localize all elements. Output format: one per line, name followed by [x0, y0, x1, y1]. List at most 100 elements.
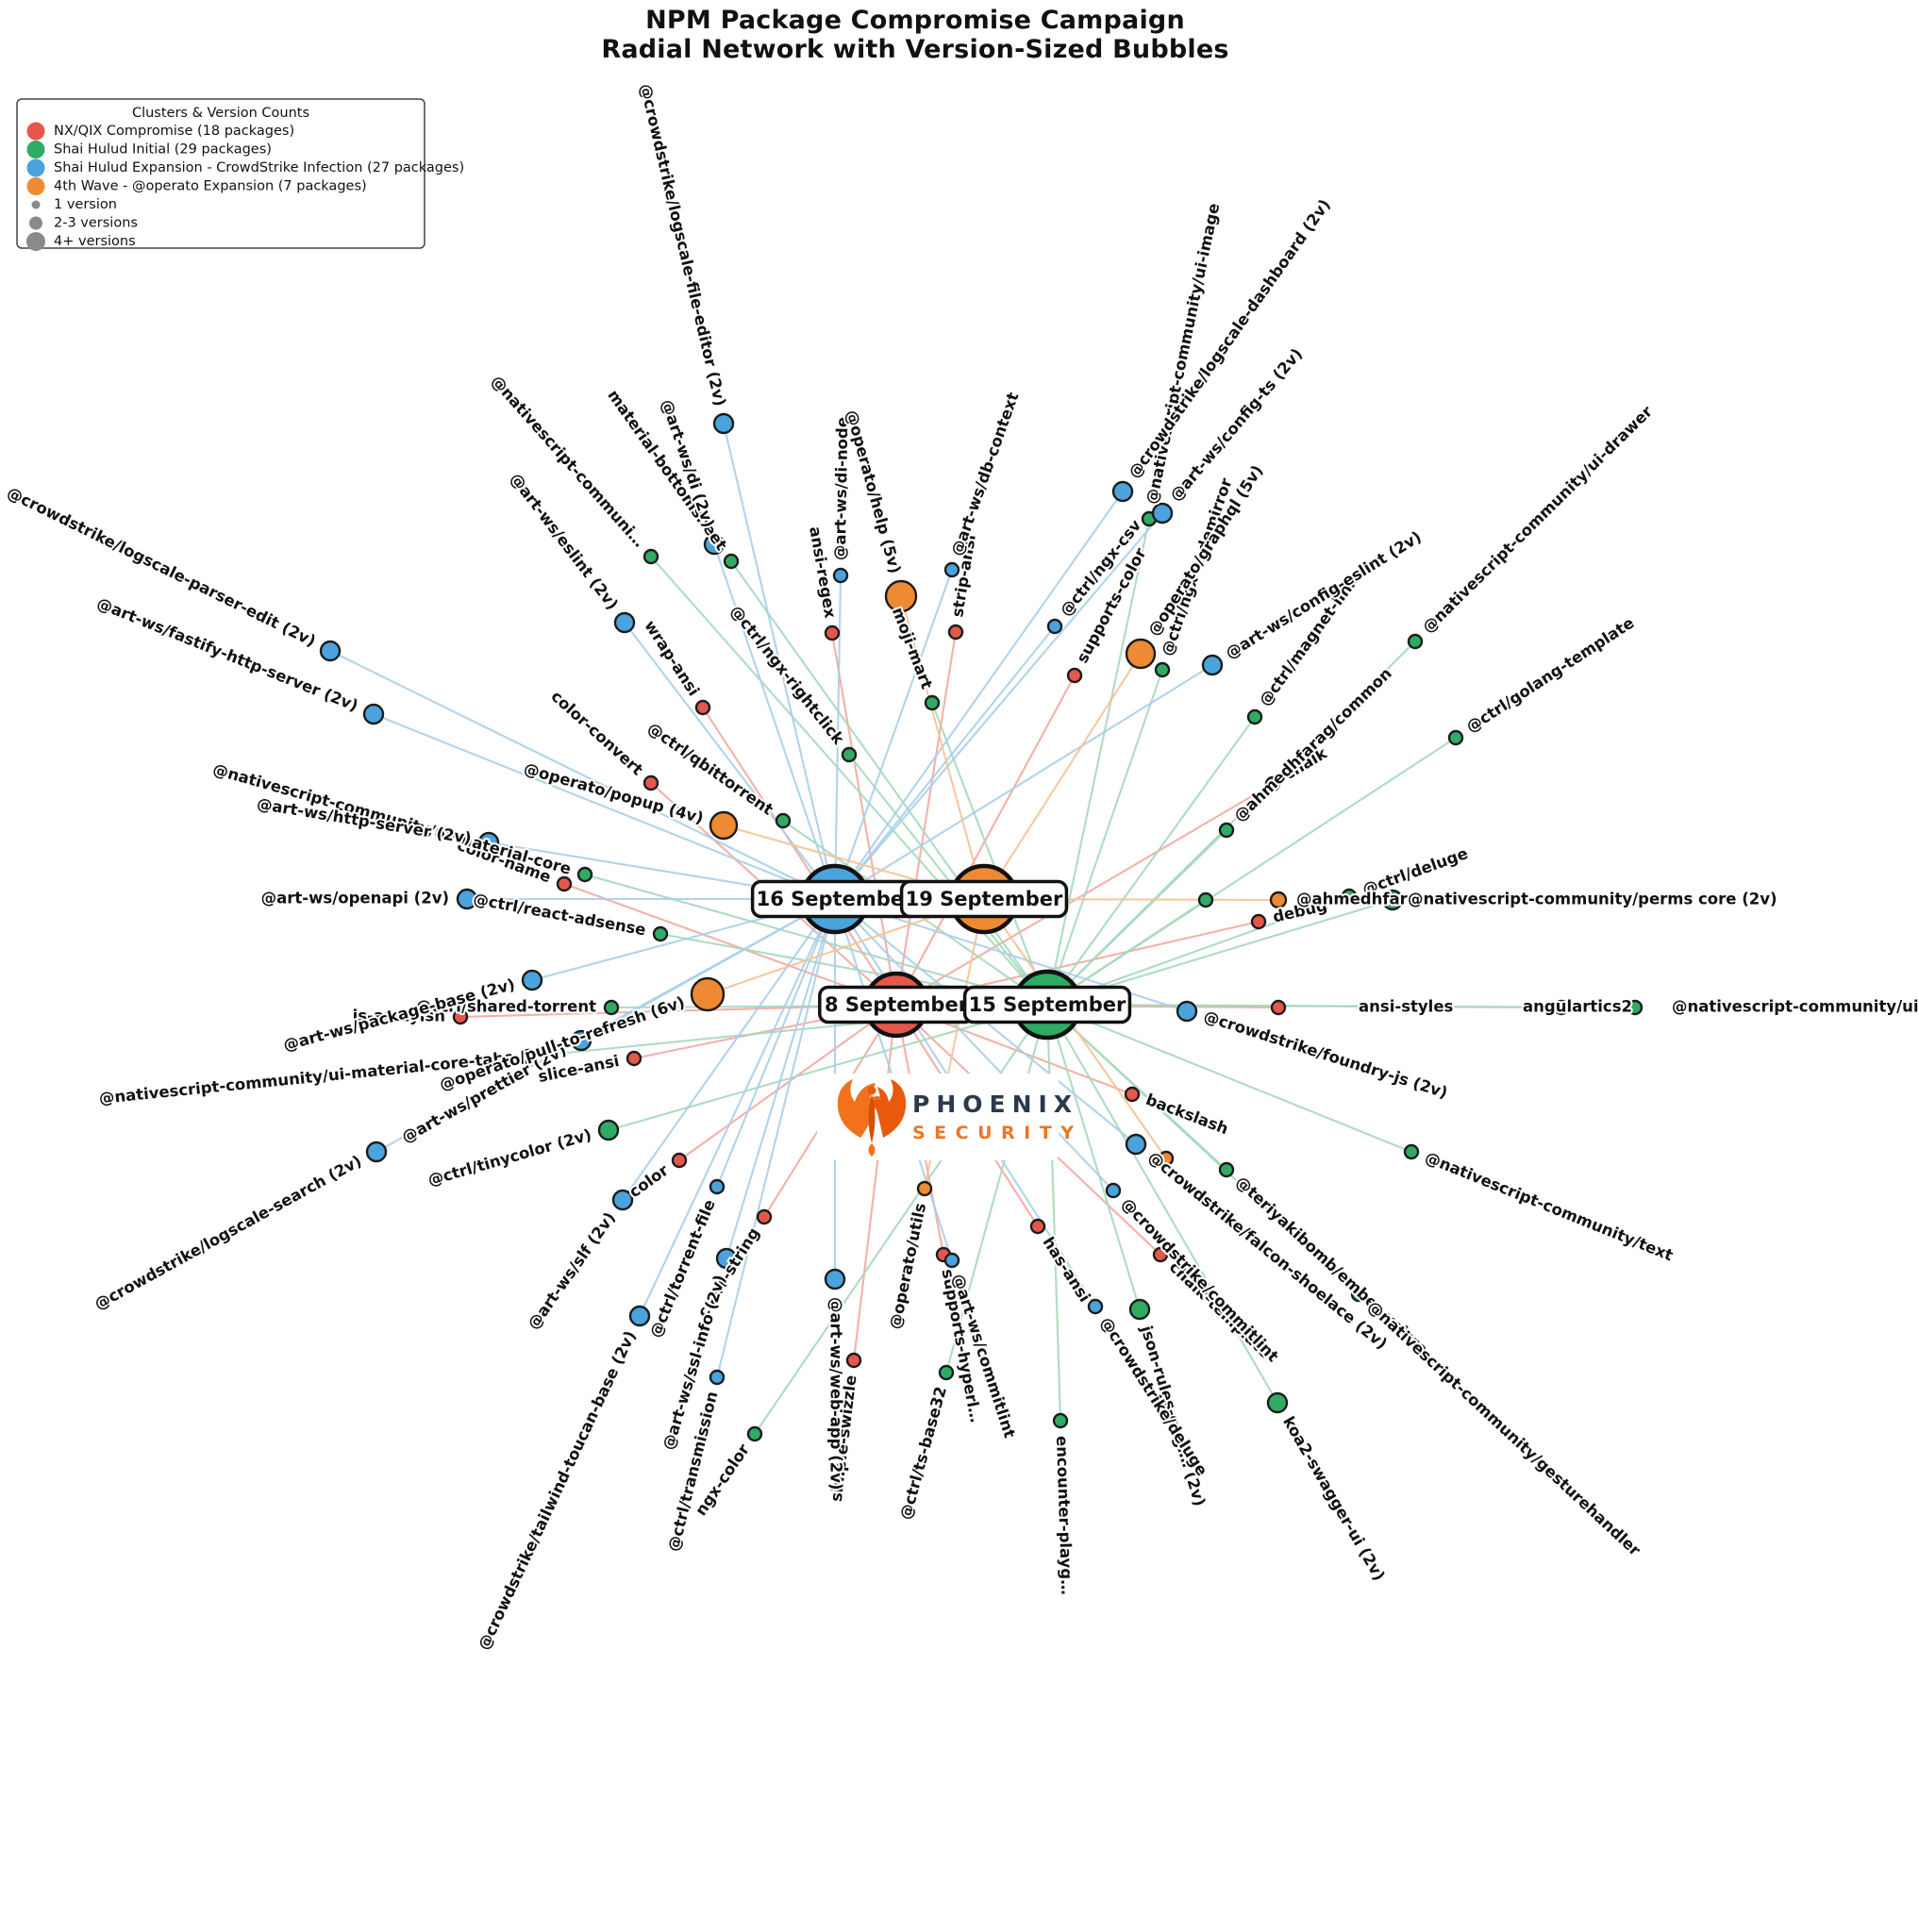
package-label: @nativescript-community/perms core (2v): [1408, 891, 1777, 908]
edge: [716, 898, 836, 1188]
package-node: [1197, 891, 1214, 908]
edge: [1046, 669, 1163, 1006]
package-node: [1407, 633, 1424, 650]
edge: [608, 1003, 1048, 1132]
edge: [1045, 518, 1151, 1006]
phoenix-icon: [837, 1079, 907, 1157]
package-label: wrap-ansi: [641, 617, 703, 699]
package-label: @ctrl/golang-template: [1463, 614, 1638, 737]
package-node: [746, 1425, 763, 1442]
package-node: [1218, 1161, 1235, 1178]
package-node: [452, 1008, 469, 1025]
edge: [725, 898, 837, 1259]
edge: [899, 595, 986, 900]
edge: [931, 702, 1048, 1006]
edge: [373, 713, 836, 900]
package-node: [1627, 999, 1644, 1016]
edge: [834, 491, 1124, 900]
package-label: @nativescript-community/ui-collectionvie…: [1672, 998, 1919, 1016]
legend-title: Clusters & Version Counts: [132, 106, 309, 121]
package-label: @art-ws/openapi (2v): [261, 890, 449, 908]
package-node: [1264, 775, 1281, 792]
legend-swatch-blue: [26, 158, 45, 177]
legend-cluster-label: NX/QIX Compromise (18 packages): [54, 124, 294, 139]
package-node: [1052, 1412, 1069, 1429]
package-node: [1125, 1133, 1147, 1156]
package-node: [1403, 1143, 1420, 1160]
package-label: color: [626, 1160, 672, 1201]
edge: [983, 898, 1167, 1159]
package-node: [824, 625, 841, 641]
package-label: @crowdstrike/tailwind-toucan-base (2v): [475, 1328, 640, 1653]
package-node: [943, 1252, 960, 1269]
package-node: [709, 810, 739, 841]
package-node: [1151, 502, 1174, 525]
package-node: [1246, 708, 1263, 725]
package-node: [1124, 1086, 1141, 1103]
package-node: [775, 812, 792, 829]
package-node: [642, 548, 659, 565]
legend-size-label: 1 version: [54, 197, 117, 212]
package-label: @crowdstrike/foundry-js (2v): [1202, 1008, 1450, 1102]
edge: [329, 650, 836, 900]
package-node: [1341, 888, 1358, 905]
package-node: [756, 1208, 773, 1225]
package-label: @ctrl/ts-base32: [896, 1385, 950, 1522]
edge: [1046, 1004, 1360, 1295]
legend-box: [16, 98, 426, 249]
package-node: [1158, 1150, 1175, 1167]
package-label: @art-ws/di-node: [831, 417, 852, 560]
package-node: [715, 1247, 738, 1270]
package-node: [477, 831, 500, 854]
package-label: angulartics2: [1523, 998, 1632, 1016]
package-label: @art-ws/slf (2v): [525, 1208, 619, 1332]
package-node: [947, 624, 964, 641]
package-node: [576, 866, 593, 883]
legend-size-label: 4+ versions: [54, 234, 136, 249]
package-node: [1270, 999, 1287, 1016]
package-label: @nativescript-community/ui-drawer: [1419, 402, 1657, 637]
package-label: has-ansi: [1039, 1234, 1093, 1306]
package-node: [613, 611, 636, 634]
legend-size-swatch: [31, 200, 41, 209]
legend-cluster-label: 4th Wave - @operato Expansion (7 package…: [54, 179, 367, 194]
edge: [678, 1004, 897, 1161]
edge: [622, 898, 836, 1201]
package-node: [1201, 654, 1224, 676]
hub-date-label: 16 September: [757, 888, 914, 910]
package-node: [671, 1152, 688, 1169]
edge: [702, 707, 897, 1006]
edge: [833, 575, 843, 900]
legend-cluster-label: Shai Hulud Expansion - CrowdStrike Infec…: [54, 160, 464, 175]
package-node: [362, 703, 385, 725]
package-node: [712, 412, 735, 435]
edge: [563, 883, 897, 1006]
edge: [834, 664, 1213, 900]
legend-swatch-green: [26, 141, 45, 158]
package-node: [1154, 661, 1171, 678]
edge: [624, 622, 836, 900]
edge: [894, 631, 958, 1006]
package-node: [628, 1305, 651, 1327]
package-label: @nativescript-community/gesturehandler: [1364, 1297, 1644, 1559]
package-node: [556, 875, 573, 892]
package-label: @crowdstrike/logscale-search (2v): [92, 1152, 365, 1313]
edge: [715, 898, 837, 1378]
package-node: [841, 746, 858, 763]
package-label: ansi-styles: [1359, 998, 1454, 1016]
package-node: [824, 1268, 846, 1291]
edge: [639, 898, 836, 1317]
edge: [848, 754, 1048, 1006]
logo-text-phoenix: PHOENIX: [912, 1091, 1078, 1118]
package-label: @operato/utils: [886, 1201, 929, 1330]
package-label: @ahmedhfar: [1296, 891, 1409, 908]
package-node: [1218, 822, 1235, 839]
package-label: @nativescript-community/text: [1423, 1148, 1676, 1264]
package-node: [365, 1141, 388, 1163]
edge: [834, 625, 1056, 900]
package-node: [1269, 891, 1288, 909]
package-label: @art-ws/db-context: [947, 390, 1022, 558]
package-node: [1125, 638, 1157, 670]
